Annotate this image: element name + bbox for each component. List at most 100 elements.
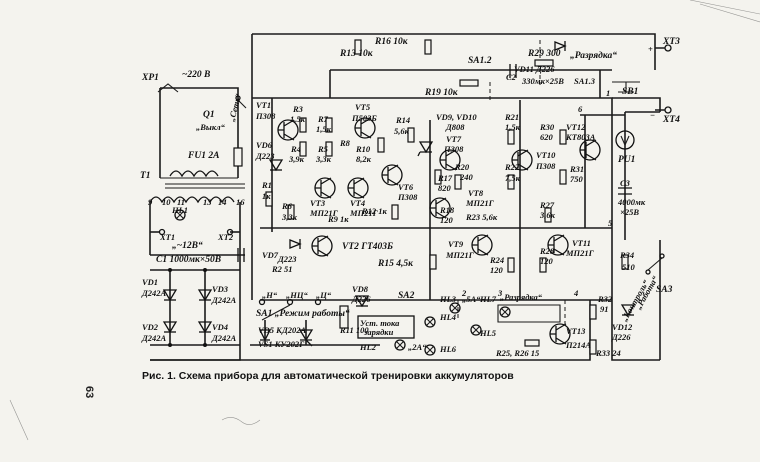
label-vd8: VD8 [352, 284, 369, 294]
label-hl7: HL7 [479, 294, 497, 304]
label-r2: R2 51 [271, 264, 293, 274]
label-vt6-type: П308 [397, 192, 418, 202]
label-pu1: PU1 [618, 155, 635, 165]
label-r7-value: 1,5к [316, 124, 332, 134]
label-vd9-type: Д808 [445, 122, 465, 132]
label-sa3: SA3 [656, 285, 673, 295]
label-vykl: „Выкл“ [196, 122, 226, 132]
label-vd9: VD9, VD10 [436, 112, 477, 122]
vt6-symbol [381, 164, 403, 186]
label-vd4: VD4 [212, 322, 228, 332]
label-r12: R12 1к [361, 206, 388, 216]
label-r20-value: 240 [459, 172, 474, 182]
label-r19: R19 10к [424, 88, 459, 98]
label-node-6: 6 [578, 104, 583, 114]
label-vd11: VD11 Д226 [514, 64, 555, 74]
label-r14-value: 5,6к [394, 126, 410, 136]
label-t1: T1 [140, 171, 151, 181]
label-vd12: VD12 [612, 322, 633, 332]
label-vt9-type: МП21Г [445, 250, 475, 260]
label-220v: ~220 В [182, 70, 210, 80]
label-12v: „~12В“ [172, 240, 203, 251]
label-vt1: VT1 [256, 100, 271, 110]
label-vs1: VS1 КУ202Г [258, 339, 305, 349]
label-vd3-type: Д242А [211, 295, 237, 305]
label-vt5: VT5 [355, 102, 371, 112]
label-r1: R1 [261, 180, 272, 190]
label-plus-xt3: + [648, 44, 653, 54]
label-vt5-type: П503Б [351, 113, 377, 123]
label-pos-c: „Ц“ [316, 290, 332, 300]
label-vd6: VD6 [256, 140, 273, 150]
label-r22-value: 7,5к [505, 173, 521, 183]
label-r32-value: 91 [600, 304, 609, 314]
label-pos-nc: „НЦ“ [286, 290, 308, 300]
label-xt1: XT1 [159, 232, 175, 242]
label-r30-value: 620 [540, 132, 554, 142]
label-vd6-type: Д223 [255, 151, 275, 161]
label-vt11-type: МП21Г [565, 248, 595, 258]
label-hl2-text: „2А“ [408, 342, 427, 352]
label-zaryadki: зарядки [363, 327, 394, 337]
label-vd7-type: Д223 [277, 254, 297, 264]
label-t10: 10 [162, 197, 171, 207]
label-r11: R11 100 [339, 325, 369, 335]
label-r18: R18 [439, 205, 455, 215]
transistor-array [277, 117, 601, 345]
label-hl4: HL4 [439, 312, 456, 322]
label-t14: 14 [218, 197, 227, 207]
label-hl3: HL3 [439, 294, 457, 304]
label-r10-value: 8,2к [356, 154, 372, 164]
vt12-symbol [579, 139, 601, 161]
label-r10: R10 [355, 144, 371, 154]
label-r23: R23 5,6к [465, 212, 498, 222]
label-vd2: VD2 [142, 322, 159, 332]
label-minus-xt4: − [650, 110, 655, 120]
label-c2: C2 [506, 72, 517, 82]
label-sa1: SA1 „Режим работы“ [256, 308, 350, 319]
mains-input [157, 83, 247, 179]
label-r7: R7 [317, 114, 329, 124]
label-r14: R14 [395, 115, 410, 125]
label-r17: R17 [437, 173, 453, 183]
label-t13: 13 [203, 197, 212, 207]
label-vt7-type: П308 [443, 144, 464, 154]
label-r13: R13 10к [339, 49, 374, 59]
label-r6-value: 3,3к [281, 212, 298, 222]
output-terminals [612, 44, 672, 275]
label-r30: R30 [539, 122, 555, 132]
label-hl3-text: „5А“ [462, 294, 481, 304]
label-r31: R31 [569, 164, 584, 174]
vt9-symbol [471, 234, 493, 256]
label-r33: R33 24 [595, 348, 621, 358]
label-node-2: 2 [461, 288, 467, 298]
label-r25: R25, R26 15 [495, 348, 540, 358]
label-t9: 9 [148, 197, 153, 207]
page-number: 63 [83, 386, 95, 398]
resistors [265, 39, 629, 355]
label-hl6: HL6 [439, 344, 457, 354]
label-c1: C1 1000мк×50В [156, 255, 221, 265]
label-c3-voltage: ×25В [620, 207, 639, 217]
label-r21: R21 [504, 112, 519, 122]
label-vt8-type: МП21Г [465, 198, 495, 208]
label-r16: R16 10к [374, 37, 409, 47]
label-r29: R29 300 [527, 49, 561, 59]
label-xt4: XT4 [662, 115, 680, 125]
label-vt10-type: П308 [535, 161, 556, 171]
mode-switch-area [250, 295, 380, 347]
label-r4: R4 [290, 144, 301, 154]
label-r17-value: 820 [438, 183, 452, 193]
label-vt3-type: МП21Г [309, 208, 339, 218]
vt2-symbol [311, 235, 333, 257]
label-ustok: Уст. тока [360, 318, 400, 328]
label-r5-value: 3,3к [315, 154, 332, 164]
diode-bridge [150, 255, 241, 361]
label-vt13-type: П214А [565, 340, 591, 350]
label-c2-value: 330мк×25В [521, 76, 564, 86]
label-r20: R20 [454, 162, 470, 172]
label-r28-value: 120 [540, 256, 554, 266]
label-r3-value: 1,5к [290, 114, 306, 124]
label-vt4-type: МП21Г [349, 208, 379, 218]
label-vt7: VT7 [446, 134, 462, 144]
